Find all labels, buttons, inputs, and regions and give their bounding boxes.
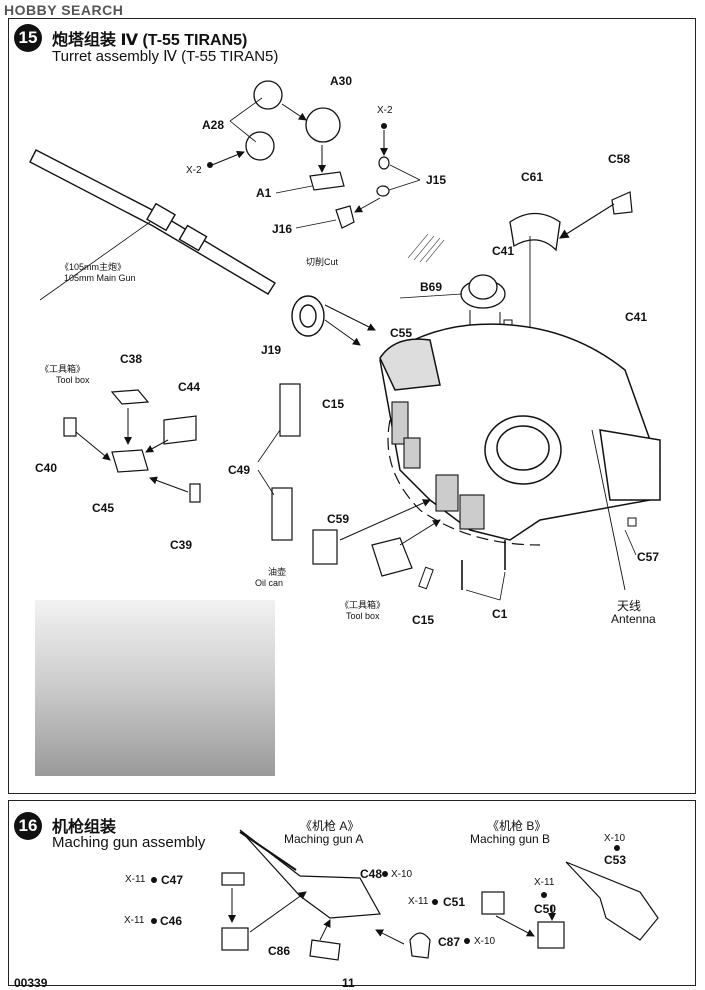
label-x2-left: X-2: [186, 165, 202, 176]
hatch-texture: [407, 233, 445, 263]
step15-number: 15: [14, 24, 42, 52]
b69-cupola: [460, 274, 506, 309]
label-c1: C1: [492, 607, 508, 621]
label-c39: C39: [170, 538, 193, 552]
toolbox-left-en: Tool box: [56, 375, 90, 385]
label-c59: C59: [327, 512, 350, 526]
turret-reference-photo: [35, 600, 275, 776]
label-c41-right: C41: [625, 310, 648, 324]
label-c47: C47: [161, 873, 184, 887]
a28-hatch: [245, 80, 341, 161]
label-c58: C58: [608, 152, 631, 166]
label-x10-c87: X-10: [474, 936, 496, 947]
label-x2-top: X-2: [377, 105, 393, 116]
label-j16: J16: [272, 222, 293, 236]
step16-title-en: Maching gun assembly: [52, 834, 206, 851]
label-a28: A28: [202, 118, 225, 132]
label-c46: C46: [160, 914, 183, 928]
label-x11-c46: X-11: [124, 915, 145, 926]
label-c50: C50: [534, 902, 557, 916]
label-c87: C87: [438, 935, 461, 949]
toolbox-left: [63, 389, 201, 503]
label-c86: C86: [268, 944, 291, 958]
j19-mantlet: [291, 295, 325, 337]
oil-can-en: Oil can: [255, 578, 284, 588]
label-x11-c47: X-11: [125, 874, 146, 885]
mg-b-title-en: Maching gun B: [470, 832, 551, 846]
label-c57: C57: [637, 550, 660, 564]
toolbox-right: [371, 537, 413, 577]
footer-code: 00339: [14, 976, 48, 990]
turret-body: [379, 323, 661, 541]
main-gun-label-en: 105mm Main Gun: [64, 273, 136, 283]
step16-title-zh: 机枪组装: [52, 819, 117, 836]
label-c51: C51: [443, 895, 466, 909]
mg-a-parts: [221, 829, 431, 961]
mg-a-title-en: Maching gun A: [284, 832, 364, 846]
label-b69: B69: [420, 280, 443, 294]
c49-track-links: [271, 383, 301, 541]
c57-part: [627, 517, 637, 527]
label-j19: J19: [261, 343, 282, 357]
a1-part: [309, 171, 355, 229]
toolbox-right-en: Tool box: [346, 611, 380, 621]
label-c44: C44: [178, 380, 201, 394]
cut-note: 切削Cut: [306, 257, 339, 267]
label-c41-center: C41: [492, 244, 515, 258]
oil-can-zh: 油壶: [268, 567, 287, 577]
step16-frame: [8, 800, 696, 986]
watermark: HOBBY SEARCH: [4, 2, 124, 18]
footer-page: 11: [342, 976, 355, 990]
step15-title-zh: 炮塔组装 Ⅳ (T-55 TIRAN5): [52, 32, 248, 49]
gun-leader-line: [39, 221, 151, 301]
mg-b-parts: [481, 861, 659, 949]
label-j15: J15: [426, 173, 447, 187]
label-a30: A30: [330, 74, 353, 88]
label-a1: A1: [256, 186, 272, 200]
c58-part: [611, 191, 633, 215]
mg-a-title-zh: 《机枪 A》: [300, 819, 360, 833]
label-c15-upper: C15: [322, 397, 345, 411]
label-c40: C40: [35, 461, 58, 475]
label-x11-c50: X-11: [534, 877, 555, 888]
label-c15-lower: C15: [412, 613, 435, 627]
label-c53: C53: [604, 853, 627, 867]
toolbox-right-zh: 《工具箱》: [340, 600, 386, 610]
label-c61: C61: [521, 170, 544, 184]
mg-b-title-zh: 《机枪 B》: [487, 819, 547, 833]
label-c48: C48: [360, 867, 383, 881]
step16-number: 16: [14, 812, 42, 840]
step15-title-en: Turret assembly Ⅳ (T-55 TIRAN5): [52, 48, 279, 65]
side-panels: [391, 401, 485, 530]
label-c55: C55: [390, 326, 413, 340]
oil-can: [312, 529, 338, 565]
antenna-en: Antenna: [611, 612, 656, 626]
label-c49: C49: [228, 463, 251, 477]
antenna-zh: 天线: [617, 599, 642, 613]
step15-frame: [8, 18, 696, 794]
c61-part: [509, 212, 561, 252]
main-gun-barrel: [29, 149, 276, 295]
label-x11-c51: X-11: [408, 896, 429, 907]
label-x10-c48: X-10: [391, 869, 413, 880]
label-c45: C45: [92, 501, 115, 515]
toolbox-left-zh: 《工具箱》: [40, 364, 86, 374]
label-c38: C38: [120, 352, 143, 366]
main-gun-label-zh: 《105mm主炮》: [60, 262, 127, 272]
label-x10-c53: X-10: [604, 833, 626, 844]
j15-part: [376, 156, 390, 197]
